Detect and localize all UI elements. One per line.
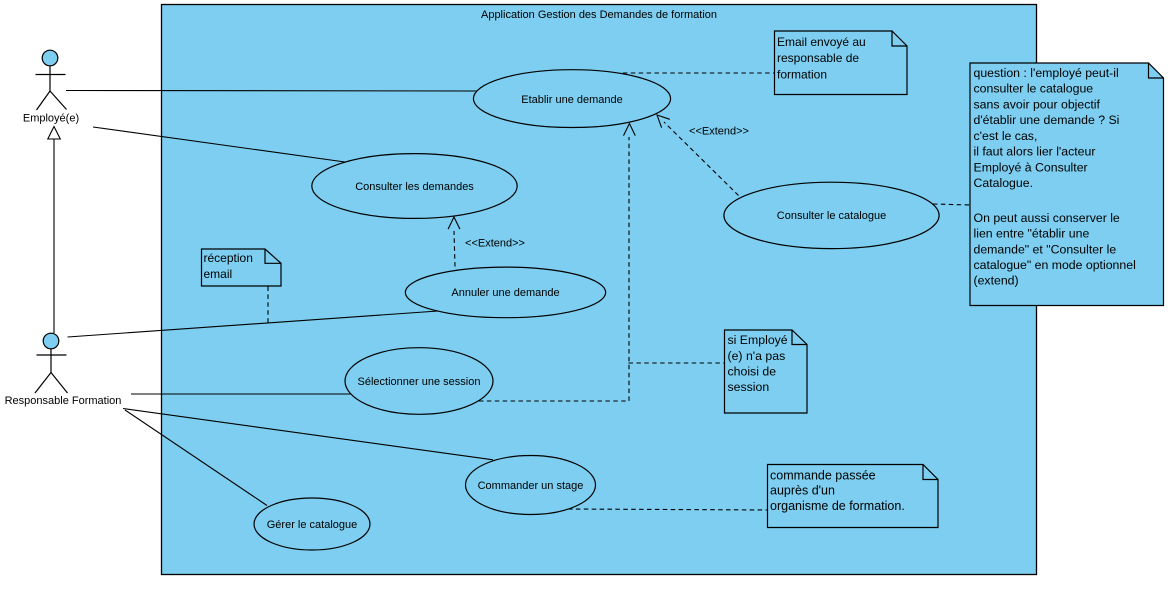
svg-text:commande passée: commande passée [770,468,876,482]
svg-text:(e) n'a pas: (e) n'a pas [728,349,786,363]
svg-text:question : l'employé peut-il: question : l'employé peut-il [974,66,1119,80]
svg-text:session: session [728,380,770,394]
svg-text:demande" et "Consulter le: demande" et "Consulter le [974,242,1117,256]
svg-text:Sélectionner une session: Sélectionner une session [358,376,481,388]
svg-text:Annuler une demande: Annuler une demande [451,287,559,299]
svg-text:<<Extend>>: <<Extend>> [465,238,525,250]
svg-text:On peut aussi conserver le: On peut aussi conserver le [974,211,1120,225]
svg-text:catalogue" en mode optionnel: catalogue" en mode optionnel [974,258,1136,272]
svg-text:Catalogue.: Catalogue. [974,176,1033,190]
svg-text:auprès d'un: auprès d'un [770,484,835,498]
svg-text:organisme de formation.: organisme de formation. [770,499,905,513]
svg-text:consulter le catalogue: consulter le catalogue [974,82,1094,96]
svg-text:il faut alors lier l'acteur: il faut alors lier l'acteur [974,145,1096,159]
svg-text:Email envoyé au: Email envoyé au [777,35,866,49]
svg-text:Gérer le catalogue: Gérer le catalogue [267,519,358,531]
svg-text:responsable de: responsable de [777,51,859,65]
svg-text:Etablir une demande: Etablir une demande [521,94,623,106]
svg-text:Consulter le catalogue: Consulter le catalogue [777,210,886,222]
svg-text:formation: formation [777,67,827,81]
svg-text:(extend): (extend) [974,274,1019,288]
svg-text:Employé(e): Employé(e) [23,113,79,125]
svg-text:<<Extend>>: <<Extend>> [689,126,749,138]
svg-text:d'établir une demande ? Si: d'établir une demande ? Si [974,113,1120,127]
svg-text:c'est le cas,: c'est le cas, [974,129,1038,143]
svg-text:sans avoir pour objectif: sans avoir pour objectif [974,97,1101,111]
svg-text:Consulter les demandes: Consulter les demandes [355,181,474,193]
svg-text:email: email [204,267,233,281]
svg-text:choisi de: choisi de [728,365,777,379]
svg-text:Employé à Consulter: Employé à Consulter [974,160,1088,174]
svg-text:Responsable Formation: Responsable Formation [5,395,122,407]
svg-text:Commander un stage: Commander un stage [478,480,584,492]
svg-text:si Employé: si Employé [728,333,788,347]
svg-text:réception: réception [204,251,253,265]
svg-text:Application Gestion des Demand: Application Gestion des Demandes de form… [481,9,717,21]
svg-text:lien entre "établir une: lien entre "établir une [974,227,1090,241]
